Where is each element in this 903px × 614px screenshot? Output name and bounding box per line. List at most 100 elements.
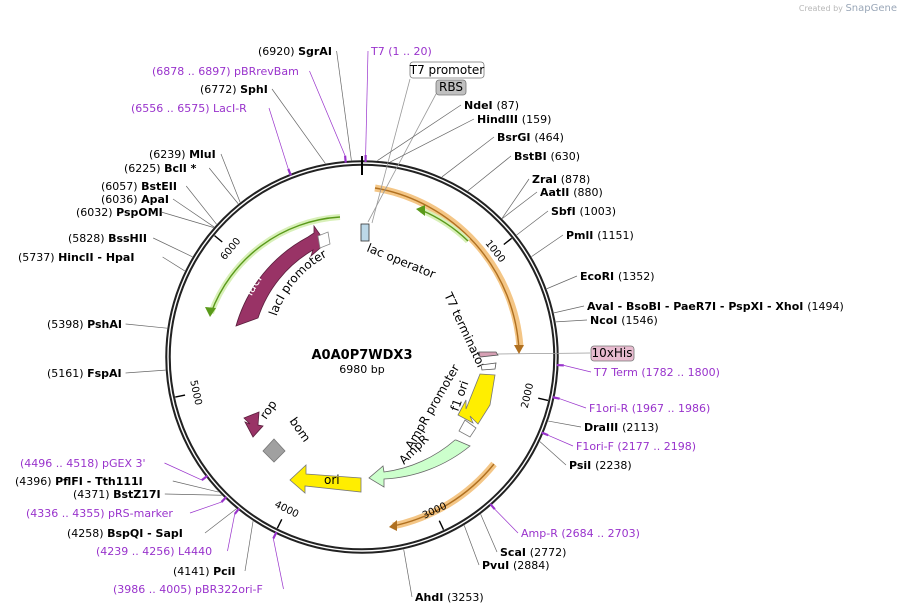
enzyme-label[interactable]: AatII (880) — [540, 186, 603, 199]
enzyme-label[interactable]: (4371) BstZ17I — [73, 488, 161, 501]
enzyme-site[interactable]: BsrGI (464) — [441, 131, 564, 178]
primer-site[interactable]: F1ori-F (2177 .. 2198) — [541, 431, 696, 453]
primer-label[interactable]: (4239 .. 4256) L4440 — [96, 545, 212, 558]
primer-label[interactable]: (3986 .. 4005) pBR322ori-F — [113, 583, 263, 596]
enzyme-site[interactable]: ZraI (878) — [501, 173, 590, 219]
enzyme-label[interactable]: SbfI (1003) — [551, 205, 616, 218]
enzyme-leader — [403, 549, 413, 598]
enzyme-label[interactable]: AhdI (3253) — [415, 591, 484, 604]
enzyme-site[interactable]: (5398) PshAI — [47, 318, 168, 331]
enzyme-label[interactable]: (6920) SgrAI — [258, 45, 332, 58]
enzyme-leader — [185, 185, 217, 225]
enzyme-site[interactable]: (4258) BspQI - SapI — [67, 508, 237, 540]
enzyme-label[interactable]: PvuI (2884) — [482, 559, 550, 572]
tick-label: 4000 — [273, 499, 301, 520]
primer-label[interactable]: (6556 .. 6575) LacI-R — [131, 102, 247, 115]
enzyme-site[interactable]: (6036) ApaI — [101, 193, 215, 228]
enzyme-site[interactable]: (4141) PciI — [173, 521, 254, 578]
primer-label[interactable]: T7 Term (1782 .. 1800) — [593, 366, 720, 379]
enzyme-label[interactable]: BstBI (630) — [514, 150, 580, 163]
primer-site[interactable]: T7 Term (1782 .. 1800) — [556, 363, 720, 379]
enzyme-label[interactable]: (4141) PciI — [173, 565, 236, 578]
enzyme-site[interactable]: DraIII (2113) — [548, 420, 659, 434]
enzyme-label[interactable]: (6772) SphI — [200, 83, 268, 96]
enzyme-site[interactable]: (4371) BstZ17I — [73, 488, 222, 501]
enzyme-site[interactable]: ScaI (2772) — [480, 514, 567, 559]
enzyme-label[interactable]: NdeI (87) — [464, 99, 519, 112]
enzyme-site[interactable]: PsiI (2238) — [539, 441, 632, 472]
enzyme-label[interactable]: HindIII (159) — [477, 113, 551, 126]
enzyme-label[interactable]: PmlI (1151) — [566, 229, 634, 242]
enzyme-site[interactable]: SbfI (1003) — [516, 205, 616, 236]
primer-site[interactable]: Amp-R (2684 .. 2703) — [489, 503, 640, 540]
primer-site[interactable]: T7 (1 .. 20) — [364, 45, 432, 163]
primer-site[interactable]: (4336 .. 4355) pRS-marker — [26, 496, 228, 520]
enzyme-label[interactable]: (6036) ApaI — [101, 193, 169, 206]
tick-mark — [503, 237, 513, 246]
plasmid-backbone — [165, 156, 559, 554]
enzyme-site[interactable]: (6057) BstEII — [101, 180, 217, 225]
enzyme-site[interactable]: NcoI (1546) — [555, 314, 658, 327]
enzyme-leader — [501, 178, 530, 219]
tick-mark — [214, 235, 223, 243]
enzyme-site[interactable]: (6239) MluI — [149, 148, 241, 203]
primer-label[interactable]: F1ori-F (2177 .. 2198) — [576, 440, 696, 453]
enzyme-label[interactable]: (6239) MluI — [149, 148, 216, 161]
enzyme-label[interactable]: ScaI (2772) — [500, 546, 566, 559]
enzyme-site[interactable]: (6920) SgrAI — [258, 45, 352, 161]
primer-label[interactable]: (6878 .. 6897) pBRrevBam — [152, 65, 299, 78]
primer-label[interactable]: Amp-R (2684 .. 2703) — [521, 527, 640, 540]
enzyme-label[interactable]: (6225) BclI * — [124, 162, 197, 175]
enzyme-label[interactable]: (5828) BssHII — [68, 232, 147, 245]
enzyme-leader — [336, 50, 352, 161]
enzyme-site[interactable]: (6225) BclI * — [124, 162, 239, 204]
enzyme-label[interactable]: DraIII (2113) — [584, 421, 659, 434]
primer-site[interactable]: (6878 .. 6897) pBRrevBam — [152, 65, 347, 163]
enzyme-site[interactable]: (5828) BssHII — [68, 232, 193, 258]
enzyme-site[interactable]: BstBI (630) — [467, 150, 580, 192]
enzyme-label[interactable]: NcoI (1546) — [590, 314, 658, 327]
enzyme-label[interactable]: (6032) PspOMI — [76, 206, 163, 219]
primer-site[interactable]: (6556 .. 6575) LacI-R — [131, 102, 292, 176]
enzyme-site[interactable]: (5161) FspAI — [47, 367, 166, 380]
enzyme-label[interactable]: (5737) HincII - HpaI — [18, 251, 134, 264]
enzyme-label[interactable]: BsrGI (464) — [497, 131, 564, 144]
enzyme-label[interactable]: (5398) PshAI — [47, 318, 122, 331]
enzyme-site[interactable]: (6032) PspOMI — [76, 206, 214, 228]
primer-label[interactable]: F1ori-R (1967 .. 1986) — [589, 402, 710, 415]
primer-site[interactable]: F1ori-R (1967 .. 1986) — [552, 396, 711, 415]
enzyme-label[interactable]: (5161) FspAI — [47, 367, 122, 380]
enzyme-site[interactable]: NdeI (87) — [377, 99, 519, 161]
enzyme-site[interactable]: (5737) HincII - HpaI — [18, 251, 185, 272]
primer-marker — [344, 155, 347, 163]
primer-site[interactable]: (3986 .. 4005) pBR322ori-F — [113, 531, 284, 596]
enzyme-label[interactable]: (4258) BspQI - SapI — [67, 527, 183, 540]
enzyme-leader — [125, 369, 166, 374]
t7-lac-region-arrowhead — [514, 345, 524, 354]
primer-label[interactable]: (4336 .. 4355) pRS-marker — [26, 507, 173, 520]
enzyme-label[interactable]: AvaI - BsoBI - PaeR7I - PspXI - XhoI (14… — [587, 300, 844, 313]
enzyme-leader — [555, 319, 588, 323]
primer-label[interactable]: T7 (1 .. 20) — [370, 45, 432, 58]
tick-label: 5000 — [187, 379, 203, 406]
enzyme-label[interactable]: EcoRI (1352) — [580, 270, 655, 283]
enzyme-site[interactable]: HindIII (159) — [389, 113, 551, 163]
tick-label: 6000 — [219, 236, 244, 263]
enzyme-site[interactable]: AhdI (3253) — [403, 549, 484, 604]
enzyme-site[interactable]: (6772) SphI — [200, 83, 326, 164]
primer-site[interactable]: (4239 .. 4256) L4440 — [96, 507, 241, 558]
enzyme-site[interactable]: (4396) PflFI - Tth111I — [15, 475, 219, 493]
his-label: 10xHis — [592, 346, 633, 360]
enzyme-site[interactable]: EcoRI (1352) — [546, 270, 655, 290]
primer-label[interactable]: (4496 .. 4518) pGEX 3' — [20, 457, 146, 470]
enzyme-label[interactable]: (6057) BstEII — [101, 180, 177, 193]
enzyme-label[interactable]: ZraI (878) — [532, 173, 590, 186]
enzyme-site[interactable]: AvaI - BsoBI - PaeR7I - PspXI - XhoI (14… — [553, 300, 844, 314]
enzyme-label[interactable]: (4396) PflFI - Tth111I — [15, 475, 143, 488]
enzyme-site[interactable]: PvuI (2884) — [463, 525, 550, 572]
primer-site[interactable]: (4496 .. 4518) pGEX 3' — [20, 457, 209, 481]
enzyme-site[interactable]: AatII (880) — [502, 186, 603, 219]
ampr-promoter-marker — [458, 419, 477, 438]
enzyme-label[interactable]: PsiI (2238) — [569, 459, 632, 472]
enzyme-site[interactable]: PmlI (1151) — [531, 229, 634, 257]
